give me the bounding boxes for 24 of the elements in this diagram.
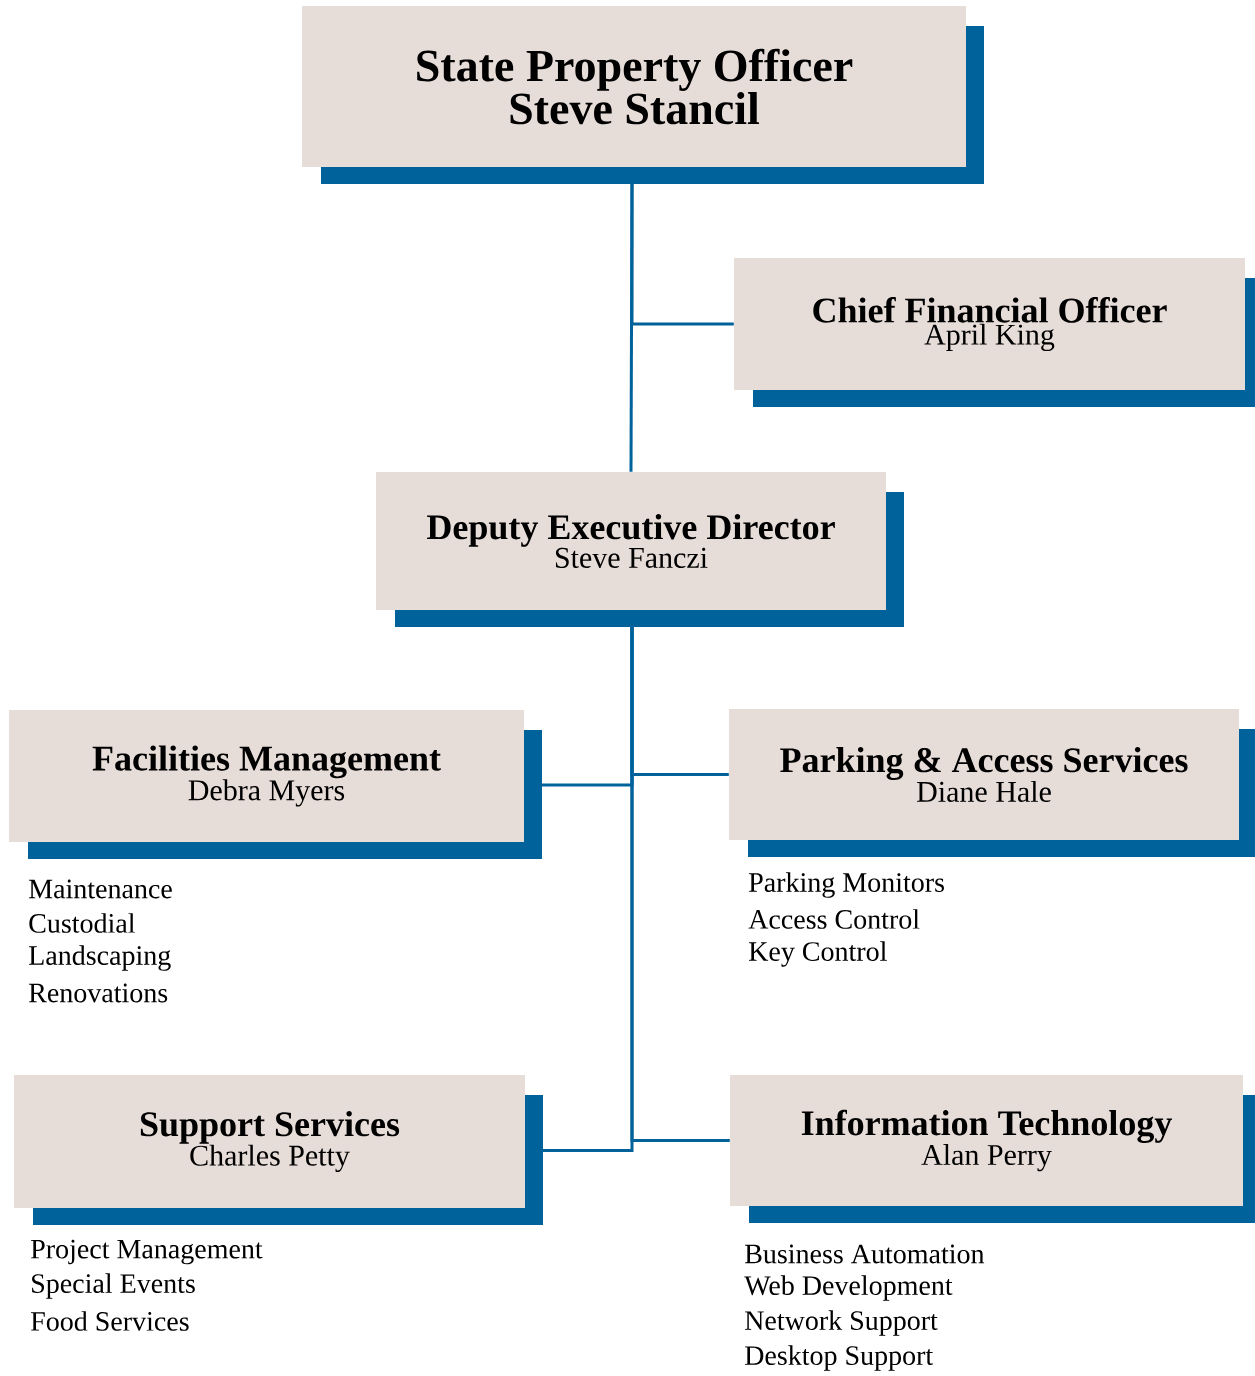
org-box: Deputy Executive Director Steve Fanczi	[376, 472, 904, 627]
unit-name: Web Development	[744, 1275, 953, 1301]
unit-name: Network Support	[745, 1310, 938, 1336]
unit-name: Maintenance	[29, 879, 172, 899]
unit-name: Custodial	[29, 913, 135, 933]
connector-line	[629, 184, 634, 472]
connector-line	[630, 184, 734, 326]
unit-name: Desktop Support	[745, 1345, 933, 1371]
unit-name: Landscaping	[29, 945, 171, 971]
org-box: Chief Financial Officer April King	[734, 258, 1255, 407]
unit-name: Renovations	[29, 983, 168, 1003]
unit-name: Access Control	[748, 909, 920, 929]
unit-name: Parking Monitors	[749, 872, 944, 898]
unit-name: Key Control	[749, 941, 887, 967]
unit-name: Project Management	[31, 1239, 263, 1265]
unit-name: Food Services	[31, 1311, 189, 1331]
org-box: State Property Officer Steve Stancil	[302, 6, 984, 184]
unit-name: Special Events	[32, 1273, 195, 1299]
org-box: Information Technology Alan Perry	[730, 1075, 1255, 1223]
org-box: Parking & Access Services Diane Hale	[729, 709, 1255, 857]
connector-line	[630, 627, 730, 1142]
unit-name: Business Automation	[745, 1244, 985, 1264]
org-box: Support Services Charles Petty	[14, 1075, 543, 1225]
org-box: Facilities Management Debra Myers	[9, 710, 542, 859]
